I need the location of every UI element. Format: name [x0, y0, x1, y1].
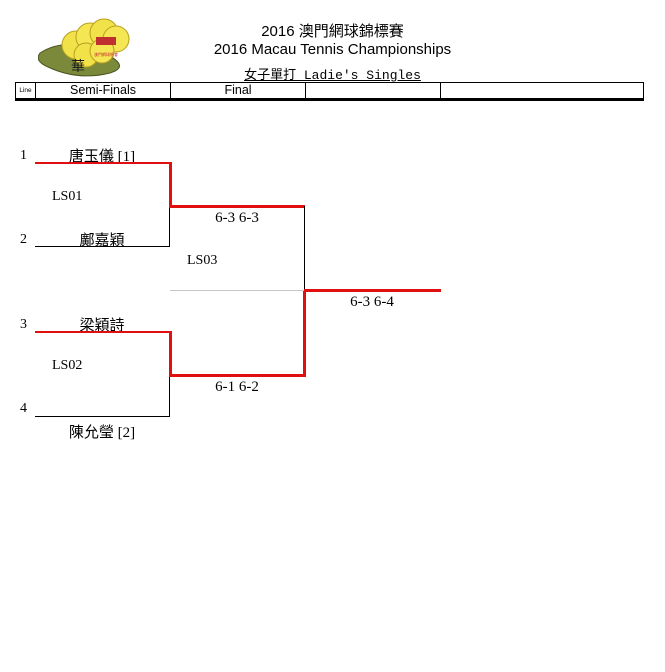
- logo-glyph: 華: [71, 59, 85, 75]
- column-header-final: Final: [170, 82, 306, 99]
- bracket-line-player-2: [35, 246, 170, 247]
- score-ls02: 6-1 6-2: [215, 379, 259, 395]
- line-number-1: 1: [20, 148, 27, 163]
- header-divider: [15, 98, 644, 101]
- bracket-line-ls01-winner: [169, 205, 305, 208]
- column-header-blank-1: [305, 82, 441, 99]
- column-header-semi-finals: Semi-Finals: [35, 82, 171, 99]
- player-name-4: 陳允瑩 [2]: [68, 425, 136, 441]
- event-title: 女子單打 Ladie's Singles: [244, 68, 421, 83]
- player-name-1: 唐玉儀 [1]: [68, 149, 136, 165]
- bracket-line-player-3-winner: [35, 331, 172, 333]
- score-ls01: 6-3 6-3: [215, 210, 259, 226]
- line-number-2: 2: [20, 232, 27, 247]
- logo-text: 澳門網球總會: [94, 51, 118, 57]
- bracket-connector-ls01-upper: [169, 162, 172, 207]
- match-code-ls03: LS03: [187, 253, 218, 268]
- final-mid-divider: [170, 290, 304, 291]
- bracket-connector-final-lower: [303, 290, 306, 377]
- bracket-line-champion: [304, 289, 441, 292]
- bracket-line-player-1-winner: [35, 162, 172, 164]
- column-header-blank-2: [440, 82, 644, 99]
- line-number-4: 4: [20, 401, 27, 416]
- match-code-ls01: LS01: [52, 189, 83, 204]
- title-chinese: 2016 澳門網球錦標賽: [261, 23, 404, 40]
- score-final: 6-3 6-4: [350, 294, 394, 310]
- bracket-connector-final-upper: [304, 206, 305, 291]
- column-header-line: Line: [15, 82, 36, 99]
- bracket-line-player-4: [35, 416, 170, 417]
- association-logo: 澳門網球總會 華: [37, 15, 138, 77]
- bracket-line-ls02-winner: [169, 374, 306, 377]
- match-code-ls02: LS02: [52, 358, 83, 373]
- title-english: 2016 Macau Tennis Championships: [213, 41, 452, 58]
- bracket-connector-ls01-lower: [169, 206, 170, 247]
- bracket-connector-ls02-upper: [169, 331, 172, 377]
- tennis-balls-logo-icon: 澳門網球總會 華: [37, 18, 130, 77]
- line-number-3: 3: [20, 317, 27, 332]
- player-name-3: 梁穎詩: [79, 318, 125, 334]
- player-name-2: 鄺嘉穎: [79, 233, 125, 249]
- bracket-connector-ls02-lower: [169, 376, 170, 417]
